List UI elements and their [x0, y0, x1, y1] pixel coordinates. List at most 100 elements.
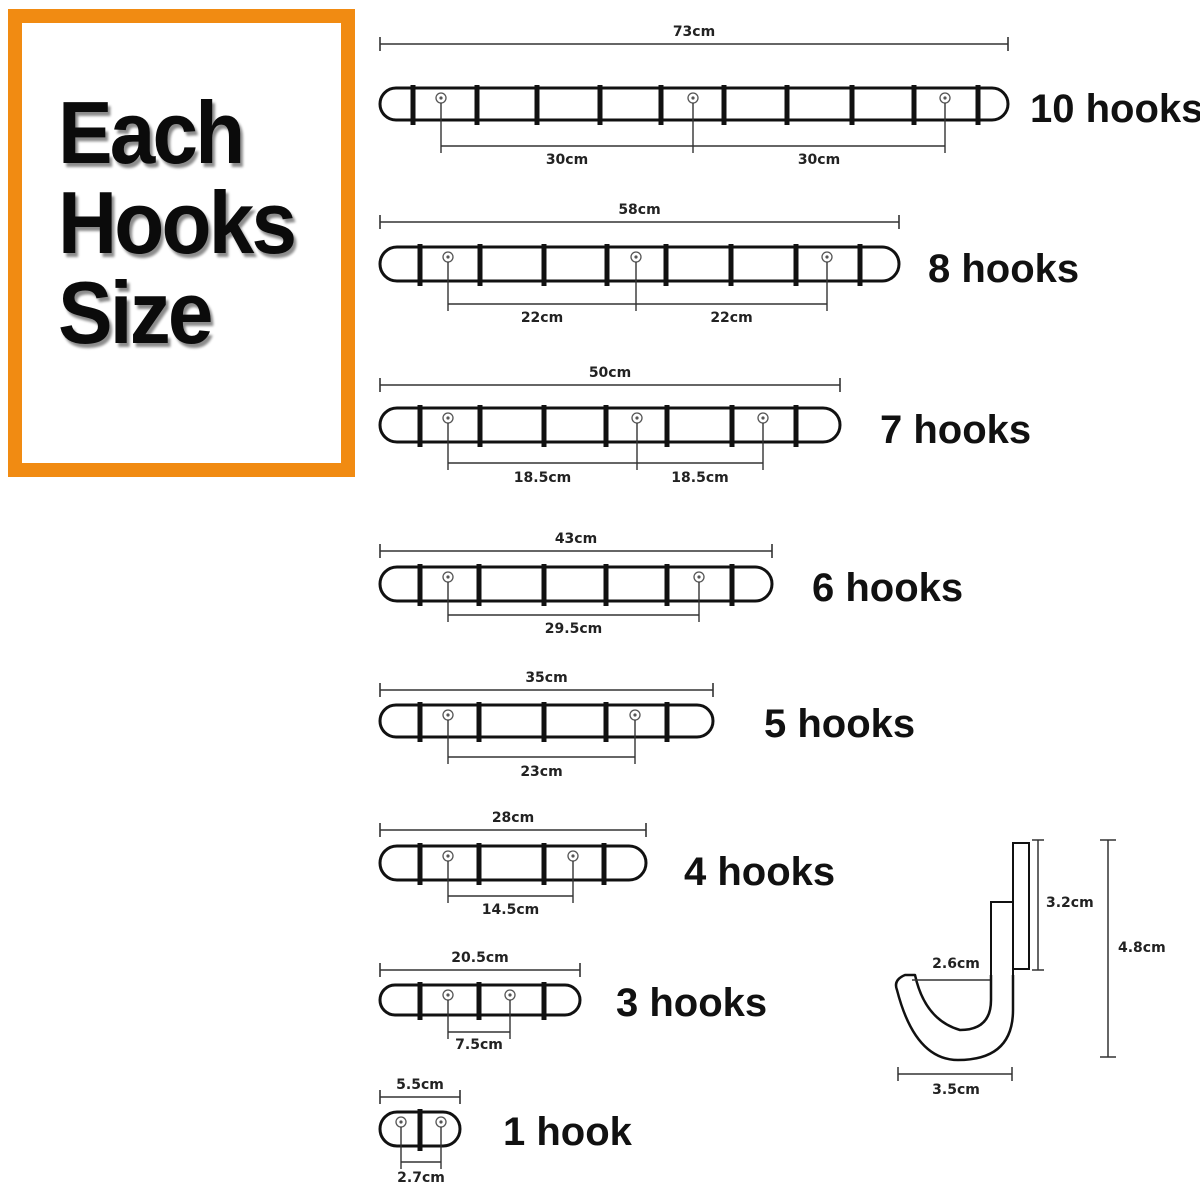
outer-width-dimension — [897, 1067, 1013, 1081]
hook-mark — [849, 85, 855, 125]
spacing-label: 22cm — [710, 310, 752, 326]
total-length-dimension — [379, 37, 1009, 51]
rack-label: 8 hooks — [928, 247, 1079, 291]
hook-mark — [476, 702, 482, 742]
upper-height-label: 3.2cm — [1046, 895, 1094, 911]
hook-mark — [793, 244, 799, 286]
hook-mark — [721, 85, 727, 125]
rack-1-hooks: 5.5cm 2.7cm 1 hook — [378, 1077, 633, 1186]
rack-label: 4 hooks — [684, 850, 835, 894]
hook-mark — [664, 405, 670, 447]
hook-mark — [541, 982, 547, 1020]
spacing-label: 29.5cm — [545, 621, 602, 637]
spacing-label: 7.5cm — [455, 1037, 503, 1053]
title-line-hooks: Hooks — [58, 173, 297, 272]
rack-bar — [378, 406, 842, 444]
hook-mark — [417, 702, 423, 742]
total-length-label: 43cm — [555, 531, 597, 547]
hook-mark — [728, 244, 734, 286]
hook-mark — [975, 85, 981, 125]
screw-icon — [631, 412, 643, 470]
hook-mark — [474, 85, 480, 125]
hook-mark — [603, 405, 609, 447]
spacing-label: 14.5cm — [482, 902, 539, 918]
total-height-label: 4.8cm — [1118, 940, 1166, 956]
spacing-label: 30cm — [798, 152, 840, 168]
hook-mark — [911, 85, 917, 125]
outer-width-label: 3.5cm — [932, 1082, 980, 1098]
title-panel: Each Hooks Size — [8, 9, 355, 477]
hook-upper-arm — [990, 901, 1014, 981]
hook-mark — [541, 244, 547, 286]
screw-icon — [821, 251, 833, 311]
hook-mark — [410, 85, 416, 125]
hook-mark — [417, 405, 423, 447]
total-length-dimension — [379, 683, 714, 697]
hook-mark — [476, 982, 482, 1020]
total-length-label: 5.5cm — [396, 1077, 444, 1093]
hook-mark — [663, 244, 669, 286]
hook-mark — [541, 843, 547, 885]
screw-icon — [757, 412, 769, 470]
rack-10-hooks: 73cm 30cm 30cm 10 hooks — [378, 24, 1200, 168]
hook-mark — [857, 244, 863, 286]
upper-height-dimension — [1032, 839, 1044, 971]
rack-label: 5 hooks — [764, 702, 915, 746]
rack-label: 6 hooks — [812, 566, 963, 610]
hook-mark — [417, 843, 423, 885]
total-length-label: 58cm — [618, 202, 660, 218]
hook-mark — [541, 702, 547, 742]
spacing-label: 30cm — [546, 152, 588, 168]
total-length-label: 28cm — [492, 810, 534, 826]
hook-mark — [476, 564, 482, 606]
total-length-dimension — [379, 823, 647, 837]
hook-mark — [417, 1109, 423, 1151]
total-length-label: 50cm — [589, 365, 631, 381]
total-height-dimension — [1100, 839, 1116, 1058]
rack-4-hooks: 28cm 14.5cm 4 hooks — [378, 810, 835, 918]
hook-mark — [541, 405, 547, 447]
title-line-size: Size — [58, 263, 213, 362]
screw-icon — [939, 92, 951, 153]
total-length-dimension — [379, 963, 581, 977]
spacing-label: 18.5cm — [671, 470, 728, 486]
hook-mark — [603, 702, 609, 742]
title-line-each: Each — [58, 83, 245, 182]
hook-mark — [603, 564, 609, 606]
hook-mark — [729, 405, 735, 447]
hook-mark — [541, 564, 547, 606]
screw-icon — [630, 251, 642, 311]
total-length-dimension — [379, 544, 773, 558]
screw-icon — [687, 92, 699, 153]
hook-mark — [534, 85, 540, 125]
hook-mark — [417, 564, 423, 606]
rack-label: 1 hook — [503, 1110, 633, 1154]
screw-icon — [567, 850, 579, 903]
hook-mark — [729, 564, 735, 606]
hook-mark — [793, 405, 799, 447]
total-length-dimension — [379, 1090, 461, 1104]
screw-icon — [442, 251, 454, 311]
screw-icon — [435, 92, 447, 153]
total-length-label: 73cm — [673, 24, 715, 40]
hook-mark — [597, 85, 603, 125]
rack-6-hooks: 43cm 29.5cm 6 hooks — [378, 531, 963, 637]
hook-mark — [784, 85, 790, 125]
hook-mark — [664, 564, 670, 606]
hook-mark — [664, 702, 670, 742]
spacing-label: 18.5cm — [514, 470, 571, 486]
hook-mark — [601, 843, 607, 885]
rack-label: 3 hooks — [616, 981, 767, 1025]
hook-mark — [477, 405, 483, 447]
rack-label: 10 hooks — [1030, 87, 1200, 131]
hook-mark — [417, 982, 423, 1020]
spacing-label: 2.7cm — [397, 1170, 445, 1186]
hook-mark — [477, 244, 483, 286]
hook-mark — [476, 843, 482, 885]
hook-back-plate — [1012, 842, 1030, 970]
